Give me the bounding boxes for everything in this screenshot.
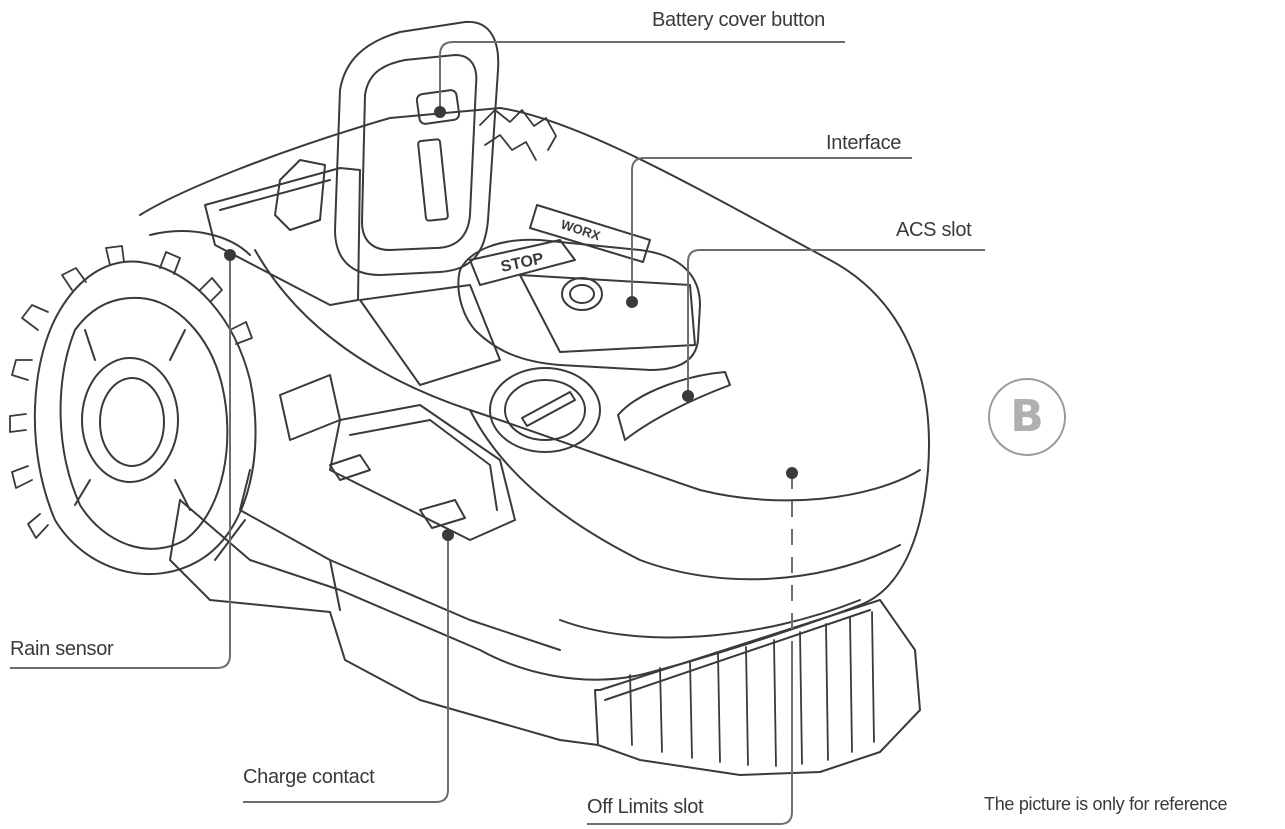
acs-slot-part <box>617 371 731 441</box>
battery-cover <box>334 20 500 276</box>
leader-charge <box>243 535 449 803</box>
view-badge: B <box>988 378 1066 456</box>
leader-rain <box>10 255 231 669</box>
reference-footnote: The picture is only for reference <box>984 794 1228 814</box>
leader-offlimits-lower <box>587 650 793 825</box>
leader-battery-cover <box>439 41 845 112</box>
height-knob <box>489 367 601 453</box>
callout-battery-cover-button: Battery cover button <box>652 9 825 31</box>
callout-interface: Interface <box>826 132 902 154</box>
rear-top-tread <box>479 109 557 161</box>
leader-acs <box>687 249 985 396</box>
rear-vents <box>594 599 921 776</box>
control-interface <box>359 204 701 386</box>
stop-button-text: STOP <box>499 250 545 276</box>
leader-dots <box>224 106 798 541</box>
callout-charge-contact: Charge contact <box>243 766 375 788</box>
callout-acs-slot: ACS slot <box>896 219 972 241</box>
leader-interface <box>631 157 912 302</box>
charge-contacts-area <box>279 374 516 541</box>
mower-body <box>139 107 930 746</box>
callout-off-limits-slot: Off Limits slot <box>587 796 704 818</box>
leader-lines <box>10 41 985 825</box>
callout-rain-sensor: Rain sensor <box>10 638 114 660</box>
view-badge-letter: B <box>1010 391 1044 442</box>
left-wheel <box>9 245 257 575</box>
battery-compartment <box>204 159 361 306</box>
